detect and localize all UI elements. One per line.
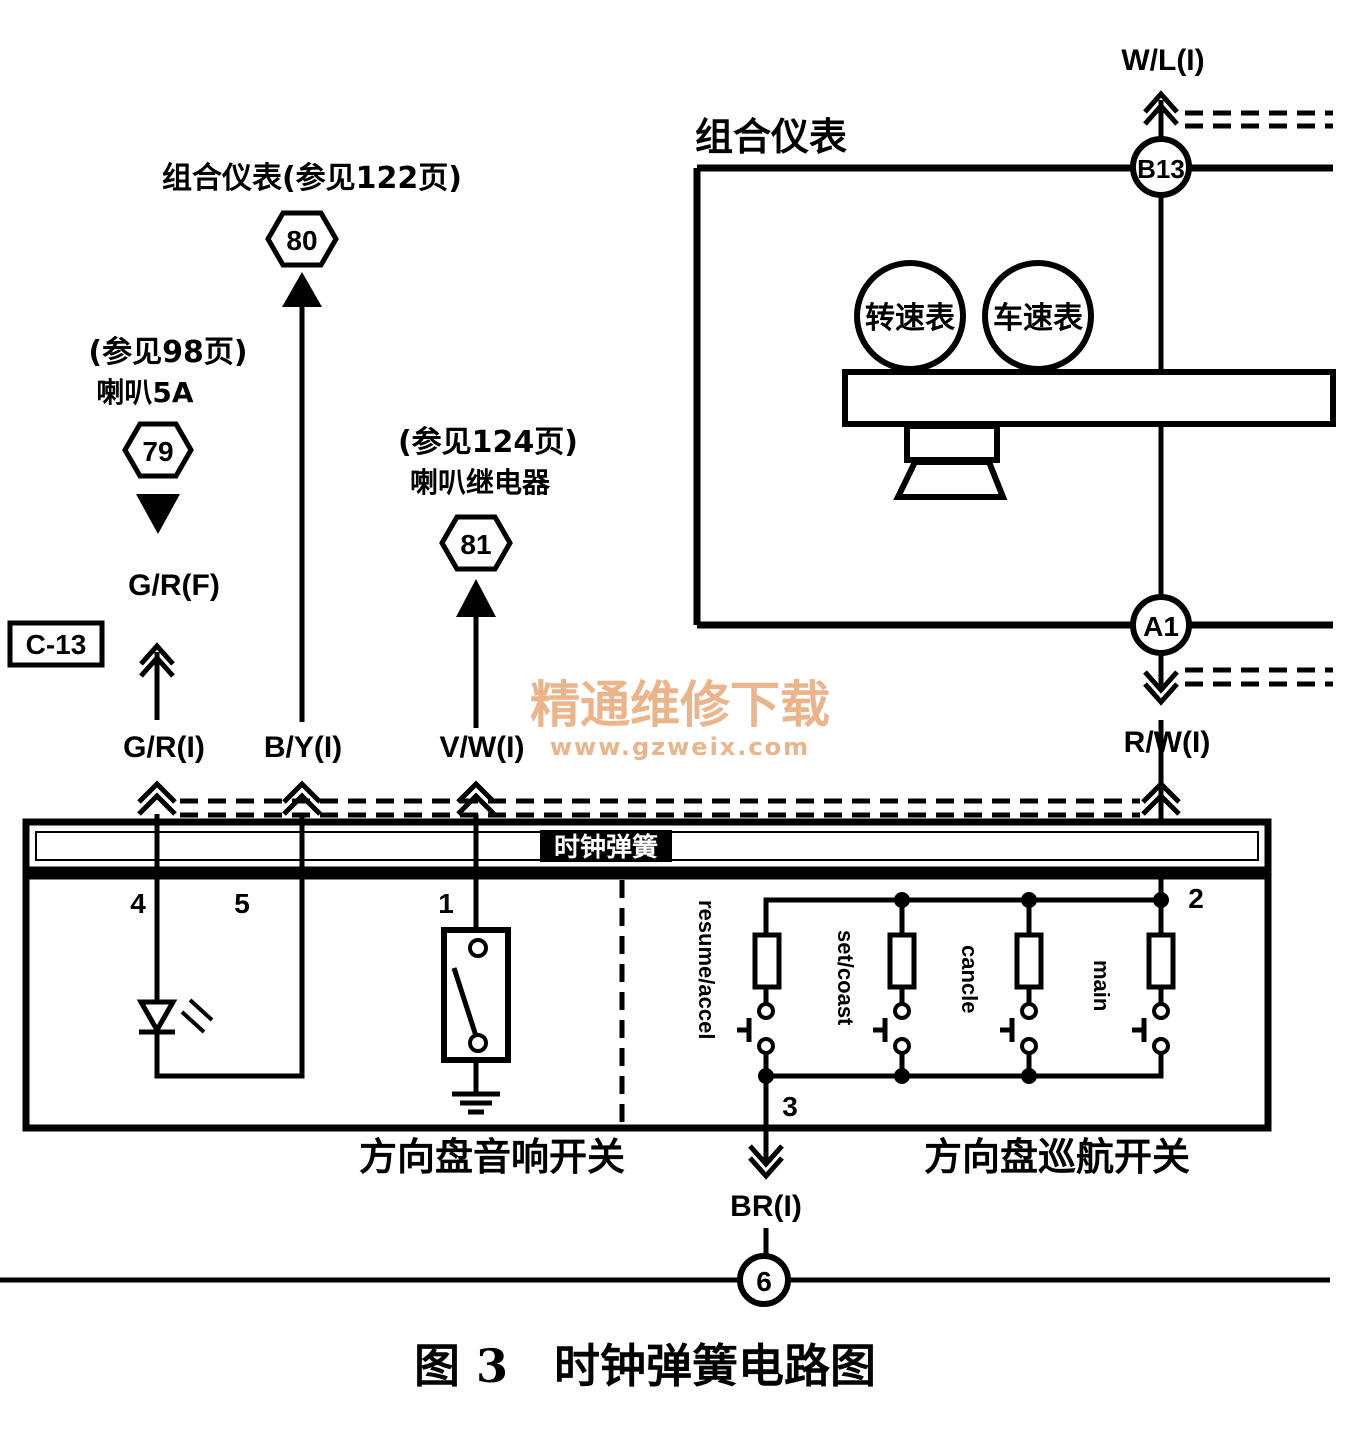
combination-meter-title: 组合仪表 xyxy=(695,115,847,159)
wire-label-rwi: R/W(I) xyxy=(1124,726,1211,759)
clock-spring-label: 时钟弹簧 xyxy=(554,832,658,863)
ref-79-hexagon xyxy=(122,421,194,479)
cruise-bottom-node-cancel xyxy=(1021,1068,1037,1084)
ref-81-arrow xyxy=(456,579,496,617)
gr-connector-chevron xyxy=(139,642,175,666)
audio-switch-title: 方向盘音响开关 xyxy=(359,1135,625,1179)
reference-80: 组合仪表(参见122页) 80 xyxy=(162,161,462,307)
clock-spring: 时钟弹簧 xyxy=(22,818,1272,874)
led-light-ray-2 xyxy=(188,998,214,1022)
push-switch-set xyxy=(873,1002,911,1055)
steering-switch-frame xyxy=(22,872,1272,1132)
watermark-title: 精通维修下载 xyxy=(530,675,830,734)
push-switch-resume xyxy=(737,1002,775,1055)
ref-81-code: 81 xyxy=(460,529,491,560)
wire-label-vwi: V/W(I) xyxy=(440,731,525,764)
upper-chevron-by xyxy=(282,780,322,804)
upper-chevron-vw xyxy=(456,780,496,804)
ref-81-desc: 喇叭继电器 xyxy=(410,466,551,499)
resistor-resume xyxy=(752,932,782,990)
wire-label-wl: W/L(I) xyxy=(1121,44,1204,77)
wire-gr: G/R(I) xyxy=(123,642,205,764)
tachometer-label: 转速表 xyxy=(865,301,955,336)
figure-caption: 图 3 时钟弹簧电路图 xyxy=(414,1339,876,1393)
ref-80-code: 80 xyxy=(286,225,317,256)
meter-buzzer-bar xyxy=(842,369,1336,427)
led-light-ray-1 xyxy=(180,1010,206,1034)
ref-79-ref: (参见98页) xyxy=(88,335,247,370)
upper-chevron-gr-2 xyxy=(137,792,177,816)
label-set-coast: set/coast xyxy=(833,930,858,1026)
upper-chevron-vw-2 xyxy=(456,792,496,816)
a1-connector-chevron xyxy=(1143,670,1179,694)
pin-3-label: 3 xyxy=(782,1091,798,1122)
audio-switch-blade xyxy=(451,967,479,1037)
connector-c13-label: C-13 xyxy=(26,629,87,660)
ref-79-code: 79 xyxy=(142,436,173,467)
wl-connector-chevron-2 xyxy=(1143,102,1179,126)
cruise-bottom-node-set xyxy=(894,1068,910,1084)
buzzer-horn xyxy=(893,459,1008,500)
clock-spring-upper-connectors xyxy=(137,720,1181,900)
label-cancel: cancle xyxy=(957,945,982,1014)
br-connector-chevron xyxy=(748,1144,784,1168)
ground-point-6-label: 6 xyxy=(756,1266,772,1297)
br-connector-chevron-2 xyxy=(748,1156,784,1180)
pin-a1-label: A1 xyxy=(1143,611,1179,642)
pin-5-label: 5 xyxy=(234,888,250,919)
audio-switch-contact-top xyxy=(468,938,488,958)
cruise-node-cancel xyxy=(1021,892,1037,908)
wire-label-grf: G/R(F) xyxy=(128,569,220,602)
ref-80-arrow xyxy=(282,272,322,307)
wire-br: BR(I) 6 xyxy=(0,1076,1330,1307)
buzzer-body xyxy=(904,423,1000,463)
speedometer-label: 车速表 xyxy=(993,301,1083,336)
reference-79: (参见98页) 喇叭5A 79 G/R(F) xyxy=(88,335,247,602)
wire-label-bri: BR(I) xyxy=(730,1190,802,1223)
ref-80-desc: 组合仪表(参见122页) xyxy=(162,161,462,196)
reference-81: (参见124页) 喇叭继电器 81 xyxy=(398,425,578,617)
audio-switch-contact-bottom xyxy=(468,1033,488,1053)
cruise-node-main xyxy=(1153,892,1169,908)
pin-4-label: 4 xyxy=(130,888,146,919)
push-switch-cancel xyxy=(1000,1002,1038,1055)
watermark-url: www.gzweix.com xyxy=(550,733,810,761)
pin-2-label: 2 xyxy=(1188,883,1204,914)
ref-81-ref: (参见124页) xyxy=(398,425,578,460)
upper-chevron-gr xyxy=(137,780,177,804)
ref-80-hexagon xyxy=(265,210,339,268)
pin-1-label: 1 xyxy=(438,888,454,919)
connector-c13-box xyxy=(7,620,105,668)
clock-spring-label-bg xyxy=(540,830,672,862)
ref-81-hexagon xyxy=(439,514,513,572)
resistor-set xyxy=(887,932,917,990)
combination-meter: 组合仪表 转速表 车速表 B13 A1 W/L(I) R/W(I) xyxy=(693,44,1336,759)
label-main: main xyxy=(1089,960,1114,1011)
resistor-cancel xyxy=(1014,932,1044,990)
upper-chevron-by-2 xyxy=(282,792,322,816)
ref-79-arrow xyxy=(136,494,180,534)
label-resume-accel: resume/accel xyxy=(694,900,719,1039)
cruise-switch-title: 方向盘巡航开关 xyxy=(924,1135,1190,1179)
steering-switch-box: 4 5 1 2 3 xyxy=(22,814,1272,1132)
pin-b13-label: B13 xyxy=(1137,154,1185,184)
resistor-main xyxy=(1146,932,1176,990)
led-icon xyxy=(136,999,178,1036)
cruise-bottom-rail xyxy=(763,1053,1164,1079)
push-switch-main xyxy=(1132,1002,1170,1055)
a1-connector-chevron-2 xyxy=(1143,682,1179,706)
ref-79-desc: 喇叭5A xyxy=(96,376,193,409)
led-return-wire xyxy=(154,814,305,1079)
cruise-node-set xyxy=(894,892,910,908)
wl-connector-chevron xyxy=(1143,90,1179,114)
wire-label-gri: G/R(I) xyxy=(123,731,205,764)
cruise-top-rail xyxy=(763,897,1164,935)
wire-label-byi: B/Y(I) xyxy=(264,731,342,764)
